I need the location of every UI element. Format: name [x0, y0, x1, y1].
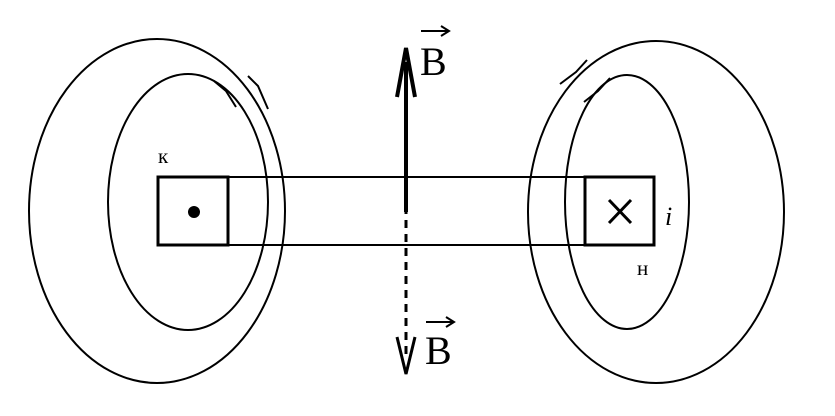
left-coil-label: к	[158, 144, 169, 168]
right-inner-field-loop	[564, 74, 690, 330]
field-symbol-top: B	[420, 39, 447, 84]
field-symbol-bottom: B	[425, 328, 452, 373]
vector-arrow-bottom-icon	[426, 316, 456, 328]
right-field-lines	[527, 40, 785, 384]
vector-arrow-top-icon	[421, 25, 451, 37]
right-inner-loop-arrow	[583, 77, 611, 103]
right-outer-loop-arrow	[559, 59, 588, 85]
left-coil-section	[156, 175, 230, 247]
field-arrow-down-head	[395, 336, 417, 375]
field-vector-top-label: B	[420, 25, 451, 84]
left-outer-loop-arrow	[247, 75, 269, 110]
right-outer-field-loop	[527, 40, 785, 384]
left-field-lines	[28, 38, 286, 384]
central-field-arrow	[395, 47, 417, 375]
left-inner-loop-arrow	[213, 80, 237, 108]
current-into-cross-icon	[607, 198, 633, 225]
right-coil-section	[583, 175, 656, 247]
field-vector-bottom-label: B	[425, 316, 456, 373]
field-arrow-up-head	[395, 47, 417, 98]
current-label: i	[665, 202, 672, 231]
left-outer-field-loop	[28, 38, 286, 384]
right-coil-label: н	[637, 256, 648, 280]
current-out-dot-icon	[188, 206, 200, 218]
left-inner-field-loop	[107, 73, 269, 331]
